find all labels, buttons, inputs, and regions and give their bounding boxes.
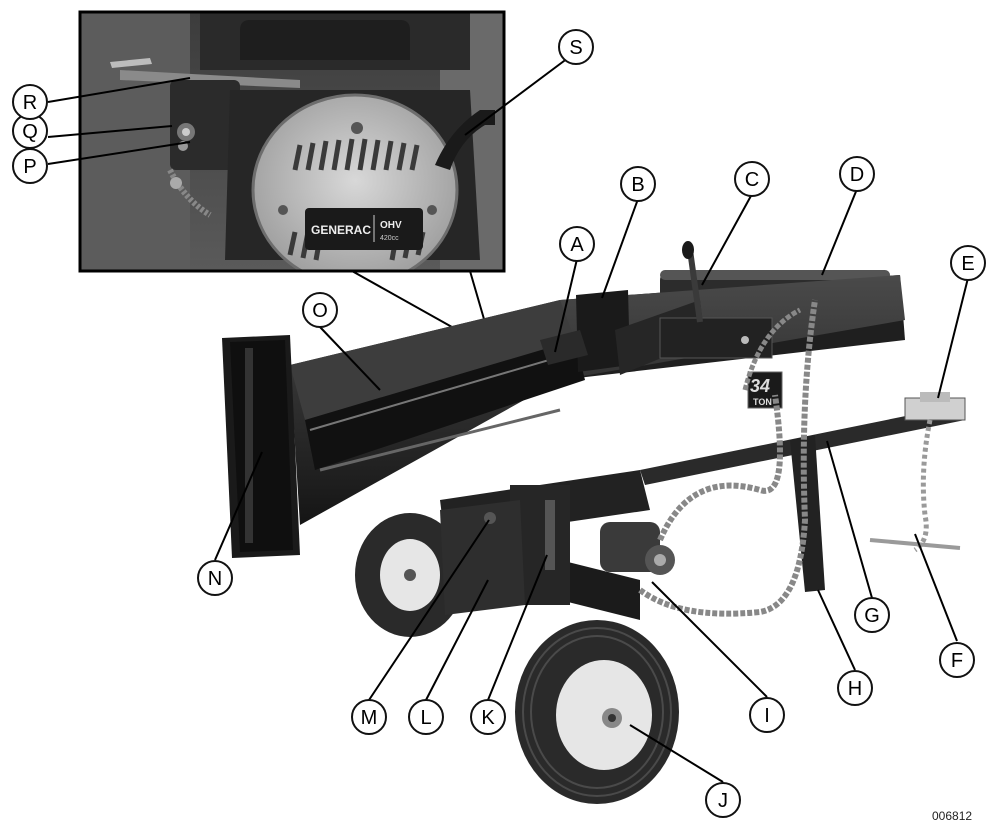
callout-circle [705,782,741,818]
callout-circle [749,697,785,733]
chain-hook [869,538,961,550]
inset-badge-line1: OHV [380,220,402,231]
callout-group: A B C D E F G H I J K L M N O PQR S [12,29,986,818]
beam-side [305,340,585,470]
lever-knob [682,241,694,259]
callout-r: R [12,84,48,120]
hitch-latch [920,392,950,402]
callout-circle [470,699,506,735]
callout-circle [559,226,595,262]
callout-circle [734,161,770,197]
callout-s: S [558,29,594,65]
callout-letter: K [481,707,495,729]
callout-letter: H [848,678,862,700]
tonnage-unit: TON [753,397,772,407]
callout-letter: E [961,253,974,275]
left-wheel-hub [404,569,416,581]
callout-d: D [839,156,875,192]
callout-o: O [302,292,338,328]
inset-badge-brand: GENERAC [311,223,371,237]
callout-p: P [12,148,48,184]
callout-e: E [950,245,986,281]
callout-circle [558,29,594,65]
callout-circle [302,292,338,328]
right-wheel-hub-center [608,714,616,722]
valve-bolt [741,336,749,344]
callout-j: J [705,782,741,818]
beam-top-surface [290,300,575,420]
callout-circle [837,670,873,706]
callout-circle [939,642,975,678]
fuel-tank [440,500,525,615]
callout-letter: I [764,705,770,727]
foot-plate-face [230,340,293,552]
callout-b: B [620,166,656,202]
callout-letter: Q [22,121,38,143]
inset-badge-line2: 420cc [380,235,399,242]
foot-plate-edge [245,348,253,543]
callout-letter: D [850,164,864,186]
callout-l: L [408,699,444,735]
fuel-cap [484,512,496,524]
callout-letter: L [420,707,431,729]
callout-letter: A [570,234,584,256]
callout-n: N [197,560,233,596]
safety-chain [913,419,933,553]
callout-letter: O [312,300,328,322]
callout-g: G [854,597,890,633]
leader-lines [47,51,969,783]
callout-letter: B [631,174,644,196]
log-splitter-machine: 34 TON [222,241,966,804]
callout-letter: P [23,156,36,178]
callout-letter: G [864,605,880,627]
callout-c: C [734,161,770,197]
callout-letter: R [23,92,37,114]
callout-h: H [837,670,873,706]
callout-k: K [470,699,506,735]
callout-q: Q [12,113,48,149]
valve-lever [687,249,703,323]
hydraulic-pump [600,522,660,572]
callout-i: I [749,697,785,733]
callout-circle [839,156,875,192]
support-handle [545,500,555,570]
splitting-wedge [576,290,630,372]
callout-letter: C [745,169,759,191]
callout-circle [854,597,890,633]
callout-circle [950,245,986,281]
callout-circle [620,166,656,202]
pump-port [654,554,666,566]
wedge-guide [540,330,588,365]
callout-letter: N [208,568,222,590]
callout-letter: F [951,650,963,672]
callout-letter: M [361,707,378,729]
callout-f: F [939,642,975,678]
callout-circle [351,699,387,735]
callout-letter: S [569,37,582,59]
return-hose [638,299,818,617]
beam-edge-line [309,347,591,431]
callout-circle [12,84,48,120]
callout-circle [197,560,233,596]
callout-letter: J [718,790,728,812]
callout-circle [408,699,444,735]
callout-a: A [559,226,595,262]
callout-m: M [351,699,387,735]
cylinder-highlight [660,270,890,280]
tonnage-number: 34 [750,376,770,396]
control-valve [659,317,773,359]
pressure-hose [657,394,783,542]
beam-lower-rail [319,408,561,472]
figure-code: 006812 [932,809,973,823]
engine-inset: GENERAC OHV 420cc [78,10,506,273]
